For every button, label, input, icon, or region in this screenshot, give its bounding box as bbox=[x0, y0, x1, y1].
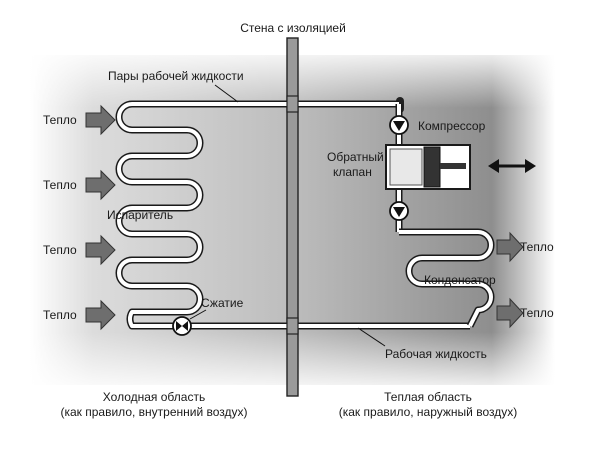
heat-arrow-icon bbox=[85, 234, 116, 266]
condenser-label: Конденсатор bbox=[424, 273, 496, 287]
double-arrow-icon bbox=[488, 159, 536, 173]
heat-arrow-icon bbox=[85, 169, 116, 201]
wall-label: Стена с изоляцией bbox=[240, 21, 346, 35]
check-valve-label-1: Обратный bbox=[327, 150, 384, 164]
heat-in-label-3: Тепло bbox=[43, 243, 77, 257]
heat-arrow-icon bbox=[496, 297, 524, 329]
expansion-leader bbox=[189, 309, 207, 320]
cold-zone-title: Холодная область bbox=[103, 390, 205, 404]
liquid-label: Рабочая жидкость bbox=[385, 347, 487, 361]
liquid-leader bbox=[357, 327, 386, 347]
insulated-wall bbox=[286, 37, 299, 397]
wall-pass-liquid bbox=[286, 317, 299, 335]
compressor-label: Компрессор bbox=[418, 119, 486, 133]
heat-out-group: Тепло Тепло bbox=[496, 231, 554, 329]
compressor bbox=[385, 144, 471, 190]
heat-in-group: Тепло Тепло Тепло Тепло bbox=[43, 104, 116, 331]
expansion-valve-icon bbox=[172, 316, 192, 336]
heat-out-label-1: Тепло bbox=[520, 240, 554, 254]
heat-arrow-icon bbox=[496, 231, 524, 263]
vapor-leader bbox=[214, 84, 239, 103]
heat-in-label-4: Тепло bbox=[43, 308, 77, 322]
heat-in-label-2: Тепло bbox=[43, 178, 77, 192]
check-valve-label-2: клапан bbox=[333, 165, 372, 179]
warm-zone-title: Теплая область bbox=[384, 390, 472, 404]
condenser-coil bbox=[399, 228, 495, 328]
heat-arrow-icon bbox=[85, 104, 116, 136]
warm-zone-subtitle: (как правило, наружный воздух) bbox=[339, 405, 517, 419]
evaporator-label: Испаритель bbox=[107, 208, 173, 222]
heat-arrow-icon bbox=[85, 299, 116, 331]
expansion-label: Сжатие bbox=[201, 296, 244, 310]
piston-icon bbox=[423, 146, 441, 188]
heat-in-label-1: Тепло bbox=[43, 113, 77, 127]
check-valve-icon bbox=[389, 115, 409, 135]
check-valve-icon bbox=[389, 201, 409, 221]
heat-out-label-2: Тепло bbox=[520, 306, 554, 320]
cold-zone-subtitle: (как правило, внутренний воздух) bbox=[60, 405, 247, 419]
vapor-label: Пары рабочей жидкости bbox=[108, 69, 244, 83]
wall-pass-vapor bbox=[286, 95, 299, 113]
